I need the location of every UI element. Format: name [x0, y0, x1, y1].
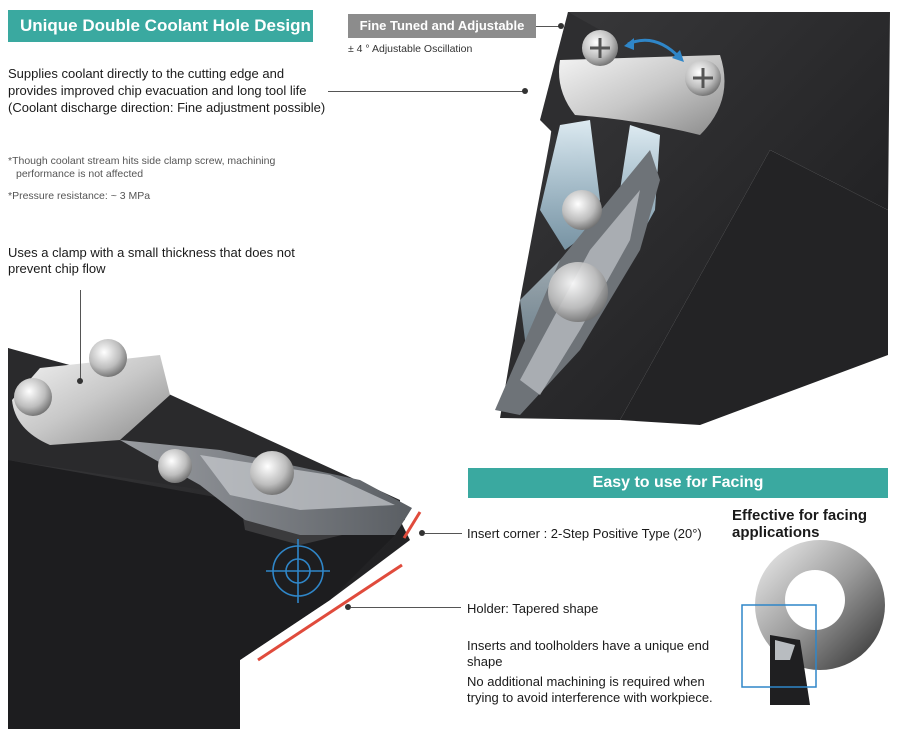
holder-label: Holder: Tapered shape	[467, 601, 599, 616]
coolant-note1-line1: *Though coolant stream hits side clamp s…	[8, 155, 276, 167]
facing-title-banner: Easy to use for Facing	[468, 468, 888, 498]
clamp-leader-line	[80, 290, 81, 380]
holder-taper-line	[257, 563, 403, 662]
lower-clamp	[12, 339, 170, 445]
fine-tuned-subtitle: ± 4 ° Adjustable Oscillation	[348, 43, 473, 55]
insert-corner-dot	[419, 530, 425, 536]
insert-corner-line	[402, 511, 422, 539]
effective-line1: Effective for facing	[732, 507, 868, 524]
fine-tuned-leader-dot	[558, 23, 564, 29]
fine-tuned-leader-line	[536, 26, 561, 27]
fine-tuned-banner: Fine Tuned and Adjustable	[348, 14, 536, 38]
facing-application-image	[741, 540, 885, 705]
coolant-note2: *Pressure resistance: ~ 3 MPa	[8, 190, 151, 202]
clamp-line2: prevent chip flow	[8, 261, 106, 276]
coolant-title-banner: Unique Double Coolant Hole Design	[8, 10, 313, 42]
coolant-leader-dot	[522, 88, 528, 94]
clamp-leader-dot	[77, 378, 83, 384]
coolant-desc-line1: Supplies coolant directly to the cutting…	[8, 66, 285, 81]
no-machining-line2: trying to avoid interference with workpi…	[467, 690, 713, 705]
effective-line2: applications	[732, 524, 820, 541]
coolant-desc-line3: (Coolant discharge direction: Fine adjus…	[8, 100, 326, 115]
holder-leader	[351, 607, 461, 608]
unique-end-line1: Inserts and toolholders have a unique en…	[467, 638, 710, 653]
clamp-line1: Uses a clamp with a small thickness that…	[8, 245, 295, 260]
holder-dot	[345, 604, 351, 610]
insert-corner-label: Insert corner : 2-Step Positive Type (20…	[467, 526, 702, 541]
coolant-note1-line2: performance is not affected	[16, 168, 144, 180]
no-machining-line1: No additional machining is required when	[467, 674, 705, 689]
insert-corner-leader	[425, 533, 462, 534]
unique-end-line2: shape	[467, 654, 503, 669]
lower-insert	[120, 440, 412, 535]
coolant-leader-line	[328, 91, 523, 92]
upper-clamp	[548, 30, 725, 322]
crosshair-icon	[266, 539, 330, 603]
coolant-desc-line2: provides improved chip evacuation and lo…	[8, 83, 307, 98]
